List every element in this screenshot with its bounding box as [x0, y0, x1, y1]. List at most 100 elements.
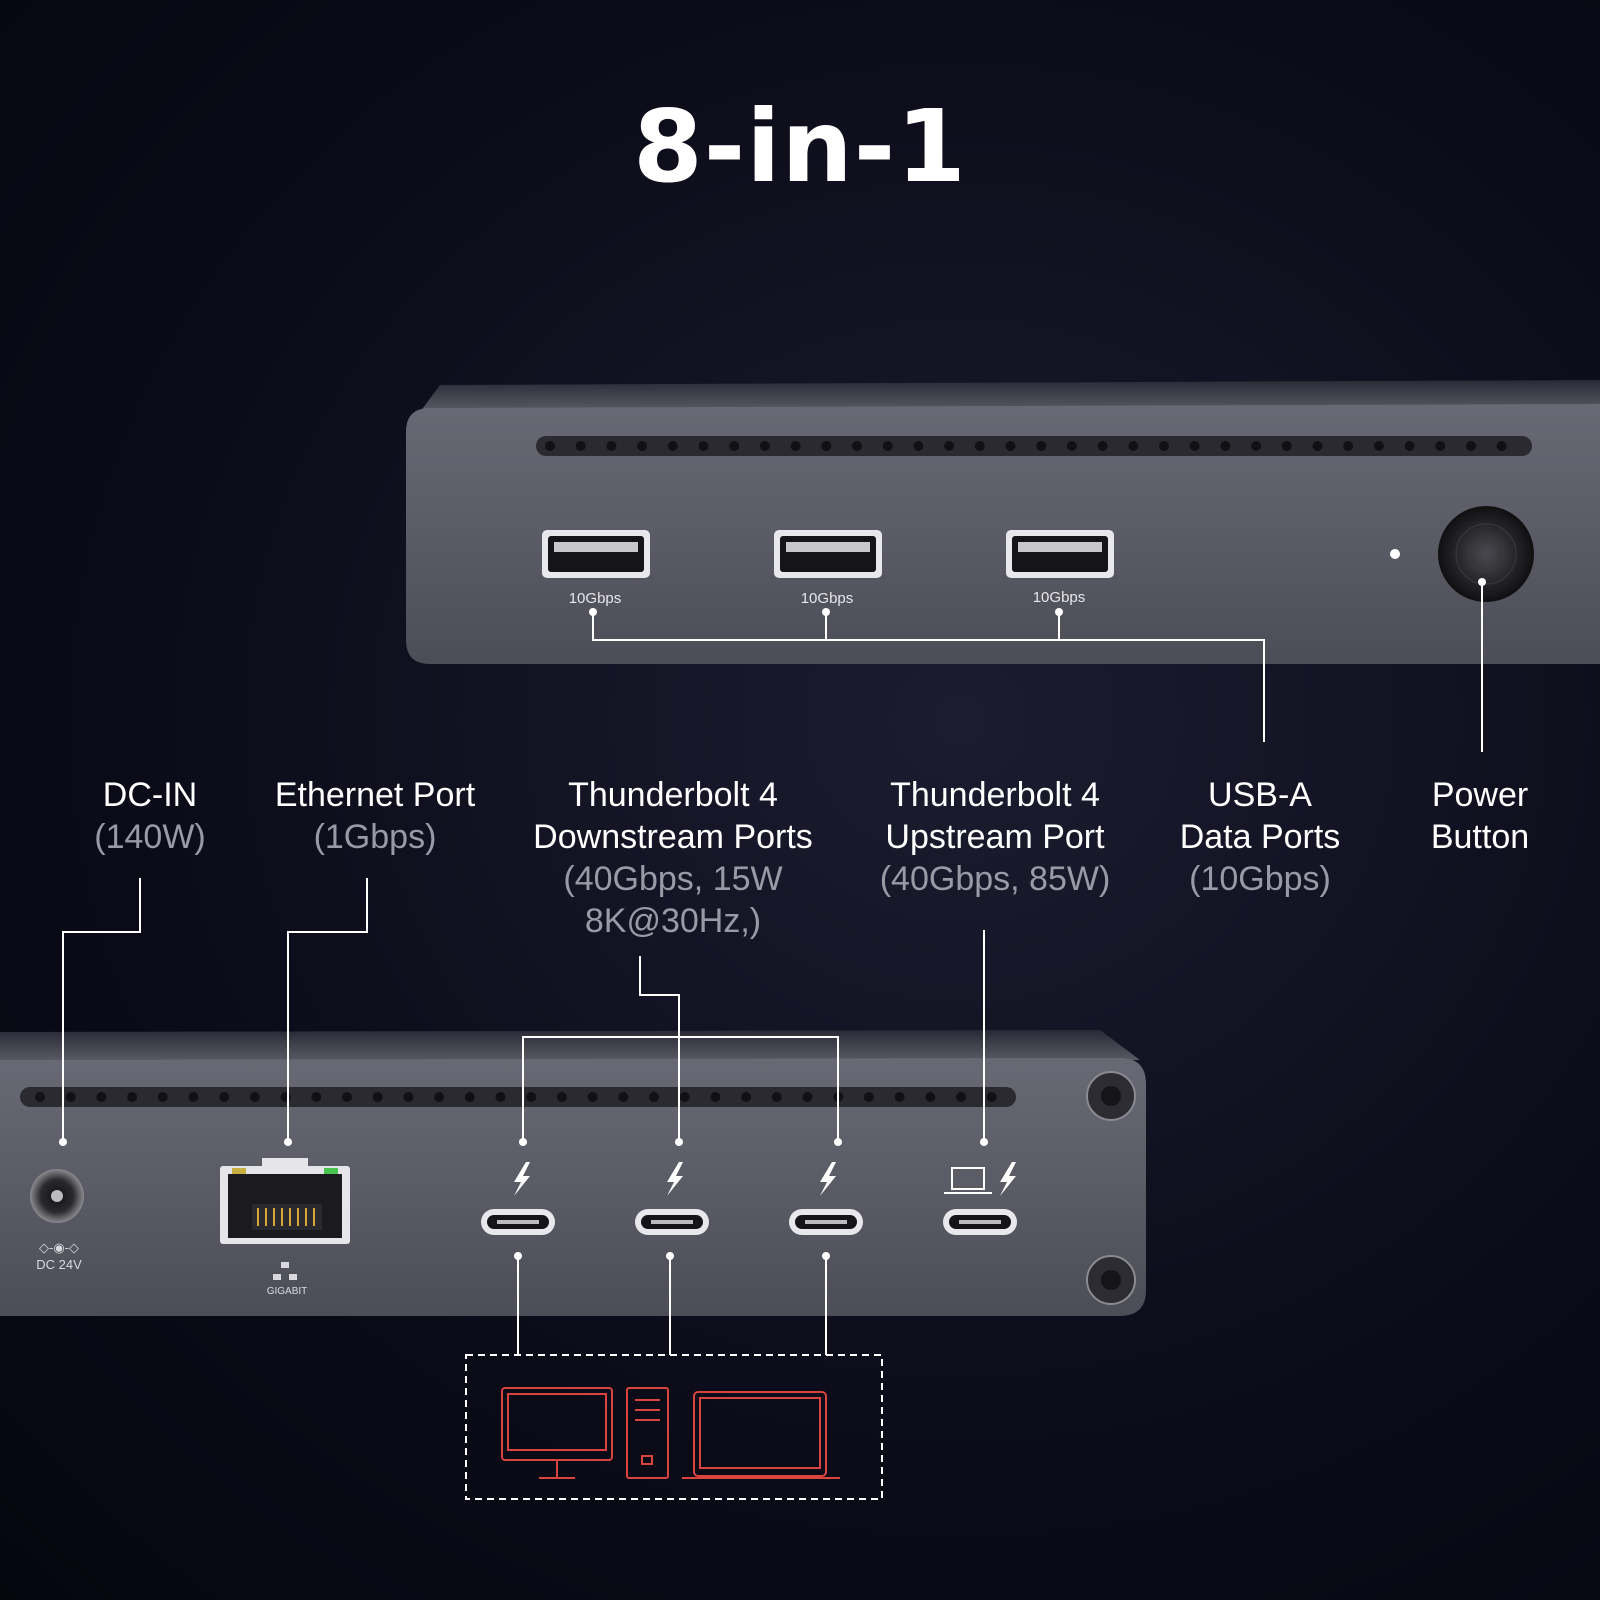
network-icon [273, 1262, 297, 1280]
tablet-icon [682, 1391, 840, 1479]
ethernet-caption: GIGABIT [267, 1286, 308, 1297]
tb4-upstream-title-2: Upstream Port [885, 818, 1105, 856]
vent-hole [311, 1092, 322, 1102]
rear-callout-dots [59, 1138, 988, 1260]
vent-hole [157, 1092, 168, 1102]
vent-hole [852, 441, 862, 451]
ethernet-port[interactable] [220, 1158, 350, 1244]
vent-hole [127, 1092, 138, 1102]
vent-hole [974, 441, 985, 451]
vent-hole [863, 1092, 874, 1102]
vent-hole [342, 1092, 352, 1102]
desktop-tower-icon [626, 1387, 669, 1479]
usb-a-port-3[interactable] [1006, 530, 1114, 578]
vent-hole [802, 1092, 813, 1102]
vent-hole [219, 1092, 230, 1102]
vent-hole [1066, 441, 1077, 451]
vent-hole [1220, 441, 1231, 451]
thunderbolt-icon [1000, 1162, 1016, 1196]
vent-hole [434, 1092, 445, 1102]
thunderbolt-icons [514, 1162, 1016, 1196]
vent-hole [894, 1092, 905, 1102]
dc-polarity-icon: ◇-◉-◇ [39, 1240, 79, 1255]
dc-in-spec: (140W) [94, 818, 206, 856]
screw-top [1086, 1071, 1136, 1121]
vent-hole [790, 441, 801, 451]
vent-hole [821, 441, 832, 451]
front-device: 10Gbps 10Gbps 10Gbps [406, 380, 1600, 664]
vent-hole [1281, 441, 1292, 451]
front-vent-slot [536, 436, 1532, 456]
tb4-downstream-spec-2: 8K@30Hz,) [584, 902, 762, 940]
tb4-downstream-label: Thunderbolt 4 Downstream Ports (40Gbps, … [513, 774, 833, 942]
usb-c-port-3[interactable] [789, 1209, 863, 1235]
vent-hole [649, 1092, 659, 1102]
ethernet-callout-line [287, 878, 368, 1142]
tb4-downstream-title-1: Thunderbolt 4 [568, 776, 778, 814]
vent-hole [1097, 441, 1108, 451]
vent-hole [913, 441, 924, 451]
usb-a-speed-1: 10Gbps [569, 590, 622, 607]
usb-a-title-2: Data Ports [1179, 818, 1341, 856]
tb4-upstream-label: Thunderbolt 4 Upstream Port (40Gbps, 85W… [860, 774, 1130, 900]
power-button[interactable] [1438, 506, 1534, 602]
dc-in-label: DC-IN (140W) [70, 774, 230, 858]
front-device-top-face [420, 380, 1600, 412]
vent-hole [526, 1092, 537, 1102]
usb-a-speed-3: 10Gbps [1033, 589, 1086, 606]
rear-device-face [0, 1058, 1146, 1316]
vent-hole [944, 441, 955, 451]
rear-device-top-face [0, 1030, 1140, 1062]
vent-hole [729, 441, 740, 451]
vent-hole [698, 441, 709, 451]
status-led [1390, 549, 1400, 559]
tb4-upstream-spec: (40Gbps, 85W) [879, 860, 1111, 898]
power-label: Power Button [1400, 774, 1560, 858]
thunderbolt-icon [514, 1162, 530, 1196]
tb4-downstream-spec-1: (40Gbps, 15W [563, 860, 783, 898]
front-callout-lines [592, 582, 1483, 752]
monitor-icon [501, 1387, 613, 1479]
usb-a-port-1[interactable] [542, 530, 650, 578]
usb-c-port-upstream[interactable] [943, 1209, 1017, 1235]
vent-hole [741, 1092, 752, 1102]
ethernet-title: Ethernet Port [274, 776, 476, 814]
vent-hole [1189, 441, 1200, 451]
usb-a-label: USB-A Data Ports (10Gbps) [1160, 774, 1360, 900]
vent-hole [771, 1092, 782, 1102]
front-device-face [406, 404, 1600, 664]
power-title-1: Power [1431, 776, 1529, 814]
vent-hole [1005, 441, 1016, 451]
rear-device: ◇-◉-◇ DC 24V GIGABIT [0, 1030, 1146, 1316]
vent-hole [1128, 441, 1139, 451]
vent-hole [667, 441, 678, 451]
vent-hole [925, 1092, 936, 1102]
usb-a-spec: (10Gbps) [1189, 860, 1331, 898]
connected-devices-box [465, 1354, 883, 1500]
dc-in-jack[interactable] [30, 1169, 84, 1223]
rear-vent-holes [35, 1092, 997, 1102]
dc-caption: DC 24V [36, 1257, 82, 1272]
vent-hole [1435, 441, 1446, 451]
screw-bottom [1086, 1255, 1136, 1305]
vent-hole [956, 1092, 966, 1102]
vent-hole [618, 1092, 629, 1102]
usb-c-port-1[interactable] [481, 1209, 555, 1235]
usb-a-speed-2: 10Gbps [801, 590, 854, 607]
usb-c-port-2[interactable] [635, 1209, 709, 1235]
ethernet-spec: (1Gbps) [313, 818, 437, 856]
vent-hole [545, 441, 555, 451]
vent-hole [1159, 441, 1169, 451]
vent-hole [372, 1092, 383, 1102]
usb-a-title-1: USB-A [1208, 776, 1312, 814]
usb-a-port-2[interactable] [774, 530, 882, 578]
vent-hole [96, 1092, 107, 1102]
vent-hole [1251, 441, 1262, 451]
vent-hole [710, 1092, 721, 1102]
thunderbolt-icon [820, 1162, 836, 1196]
ethernet-label: Ethernet Port (1Gbps) [255, 774, 495, 858]
vent-hole [65, 1092, 76, 1102]
vent-hole [606, 441, 617, 451]
rear-callout-lines [62, 878, 985, 1355]
